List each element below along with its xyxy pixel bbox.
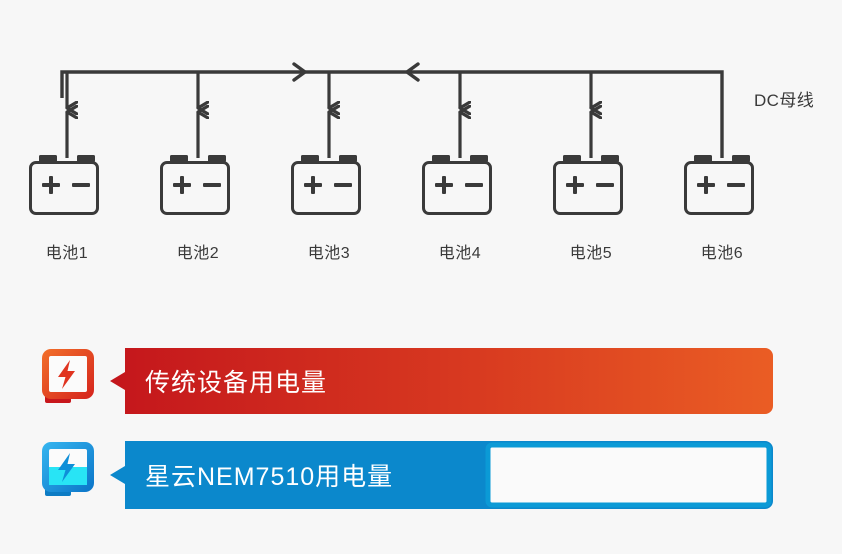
- plus-sign-icon: [704, 176, 708, 194]
- battery-2: 电池2: [138, 155, 258, 263]
- battery-label: 电池4: [438, 245, 482, 262]
- battery-icon: [291, 155, 367, 223]
- battery-label: 电池5: [569, 245, 613, 262]
- minus-sign-icon: [465, 183, 483, 187]
- minus-sign-icon: [727, 183, 745, 187]
- battery-body: [291, 161, 361, 215]
- dc-bus-label: DC母线: [754, 91, 815, 110]
- battery-6: 电池6: [662, 155, 782, 263]
- battery-terminal-positive: [694, 155, 712, 162]
- battery-label: 电池3: [307, 245, 351, 262]
- power-meter-bolt-low-icon: [42, 442, 94, 496]
- battery-icon: [553, 155, 629, 223]
- battery-terminal-positive: [39, 155, 57, 162]
- bus-flow-arrow-left: [405, 62, 420, 82]
- dc-bus-line: [60, 70, 724, 158]
- battery-terminal-positive: [170, 155, 188, 162]
- battery-terminal-positive: [563, 155, 581, 162]
- minus-sign-icon: [334, 183, 352, 187]
- battery-terminal-positive: [301, 155, 319, 162]
- battery-terminal-negative: [470, 155, 488, 162]
- minus-sign-icon: [596, 183, 614, 187]
- battery-label: 电池2: [176, 245, 220, 262]
- battery-terminal-positive: [432, 155, 450, 162]
- battery-body: [553, 161, 623, 215]
- plus-sign-icon: [573, 176, 577, 194]
- battery-body: [160, 161, 230, 215]
- nebula-bar-savings-region: [485, 442, 772, 508]
- battery-terminal-negative: [208, 155, 226, 162]
- battery-terminal-negative: [77, 155, 95, 162]
- battery-3: 电池3: [269, 155, 389, 263]
- comparison-row-traditional: 传统设备用电量: [0, 344, 842, 418]
- battery-icon: [29, 155, 105, 223]
- dc-bus-circuit-diagram: [60, 62, 724, 158]
- battery-4: 电池4: [400, 155, 520, 263]
- battery-1: 电池1: [7, 155, 127, 263]
- battery-terminal-negative: [339, 155, 357, 162]
- plus-sign-icon: [311, 176, 315, 194]
- minus-sign-icon: [72, 183, 90, 187]
- battery-body: [29, 161, 99, 215]
- battery-label: 电池6: [700, 245, 744, 262]
- battery-5: 电池5: [531, 155, 651, 263]
- battery-body: [684, 161, 754, 215]
- comparison-row-nebula: 星云NEM7510用电量: [0, 437, 842, 513]
- battery-terminal-negative: [601, 155, 619, 162]
- battery-body: [422, 161, 492, 215]
- battery-icon: [160, 155, 236, 223]
- nebula-consumption-bar: [110, 441, 773, 509]
- power-meter-bolt-icon: [42, 349, 94, 403]
- battery-label: 电池1: [45, 245, 89, 262]
- battery-icon: [684, 155, 760, 223]
- battery-terminal-negative: [732, 155, 750, 162]
- plus-sign-icon: [442, 176, 446, 194]
- minus-sign-icon: [203, 183, 221, 187]
- plus-sign-icon: [180, 176, 184, 194]
- bus-flow-arrow-right: [292, 62, 307, 82]
- battery-icon: [422, 155, 498, 223]
- plus-sign-icon: [49, 176, 53, 194]
- traditional-consumption-bar: [110, 348, 773, 414]
